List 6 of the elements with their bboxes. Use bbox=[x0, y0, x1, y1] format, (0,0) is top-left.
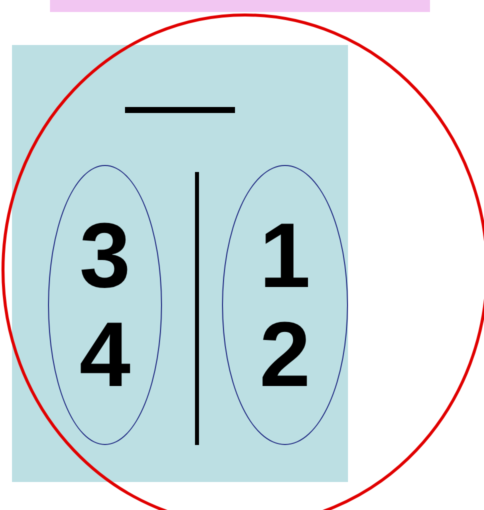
digit-label: 4 bbox=[79, 308, 131, 400]
digit-label: 1 bbox=[259, 210, 311, 302]
digit-label: 2 bbox=[259, 308, 311, 400]
number-oval bbox=[48, 165, 162, 445]
number-oval bbox=[222, 165, 348, 445]
digit-label: 3 bbox=[79, 210, 131, 302]
